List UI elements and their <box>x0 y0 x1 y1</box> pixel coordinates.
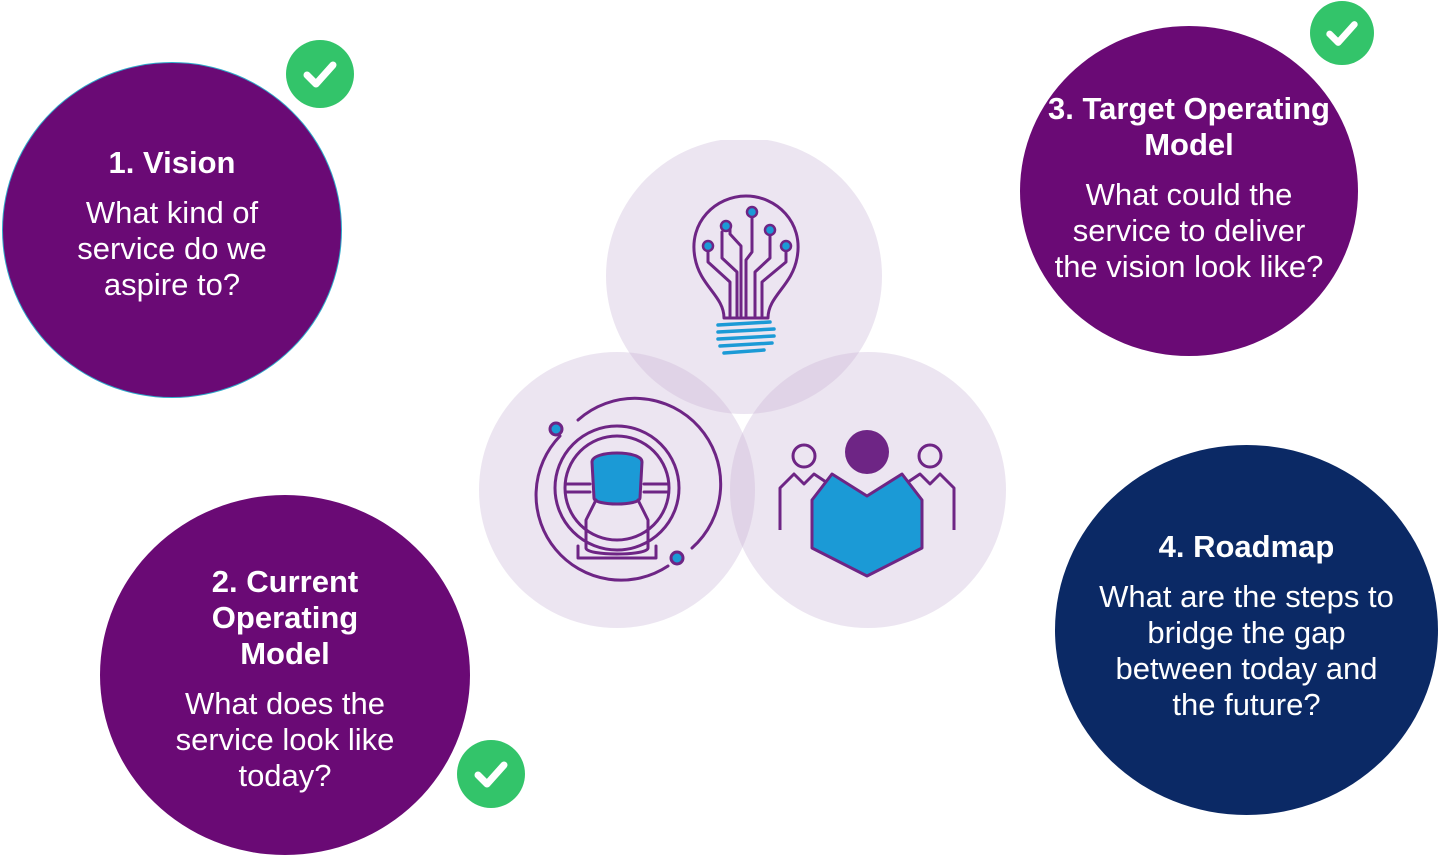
venn-circle-top <box>606 138 882 414</box>
check-icon <box>457 740 525 808</box>
stage-target-title: 3. Target Operating Model <box>1048 91 1330 162</box>
venn-circle-right <box>730 352 1006 628</box>
check-icon <box>286 40 354 108</box>
stage-vision-circle: 1. Vision What kind of service do we asp… <box>2 62 342 398</box>
check-icon <box>1310 1 1374 65</box>
stage-current-circle: 2. Current Operating Model What does the… <box>100 495 470 855</box>
mri-scanner-icon <box>534 396 723 582</box>
stage-vision-title: 1. Vision <box>108 145 236 180</box>
stage-current-title: 2. Current Operating Model <box>211 564 359 671</box>
stage-target-question: What could the service to deliver the vi… <box>1054 177 1324 284</box>
team-people-icon <box>778 430 956 578</box>
stage-roadmap-circle: 4. Roadmap What are the steps to bridge … <box>1055 445 1438 815</box>
venn-circles <box>479 138 1006 628</box>
stage-current-question: What does the service look like today? <box>175 686 395 793</box>
center-venn-graphic <box>478 138 1008 630</box>
stage-vision-question: What kind of service do we aspire to? <box>77 195 267 302</box>
stage-roadmap-title: 4. Roadmap <box>1158 529 1335 564</box>
stage-target-circle: 3. Target Operating Model What could the… <box>1020 26 1358 356</box>
stage-roadmap-question: What are the steps to bridge the gap bet… <box>1099 579 1394 722</box>
lightbulb-circuit-icon <box>692 194 800 355</box>
